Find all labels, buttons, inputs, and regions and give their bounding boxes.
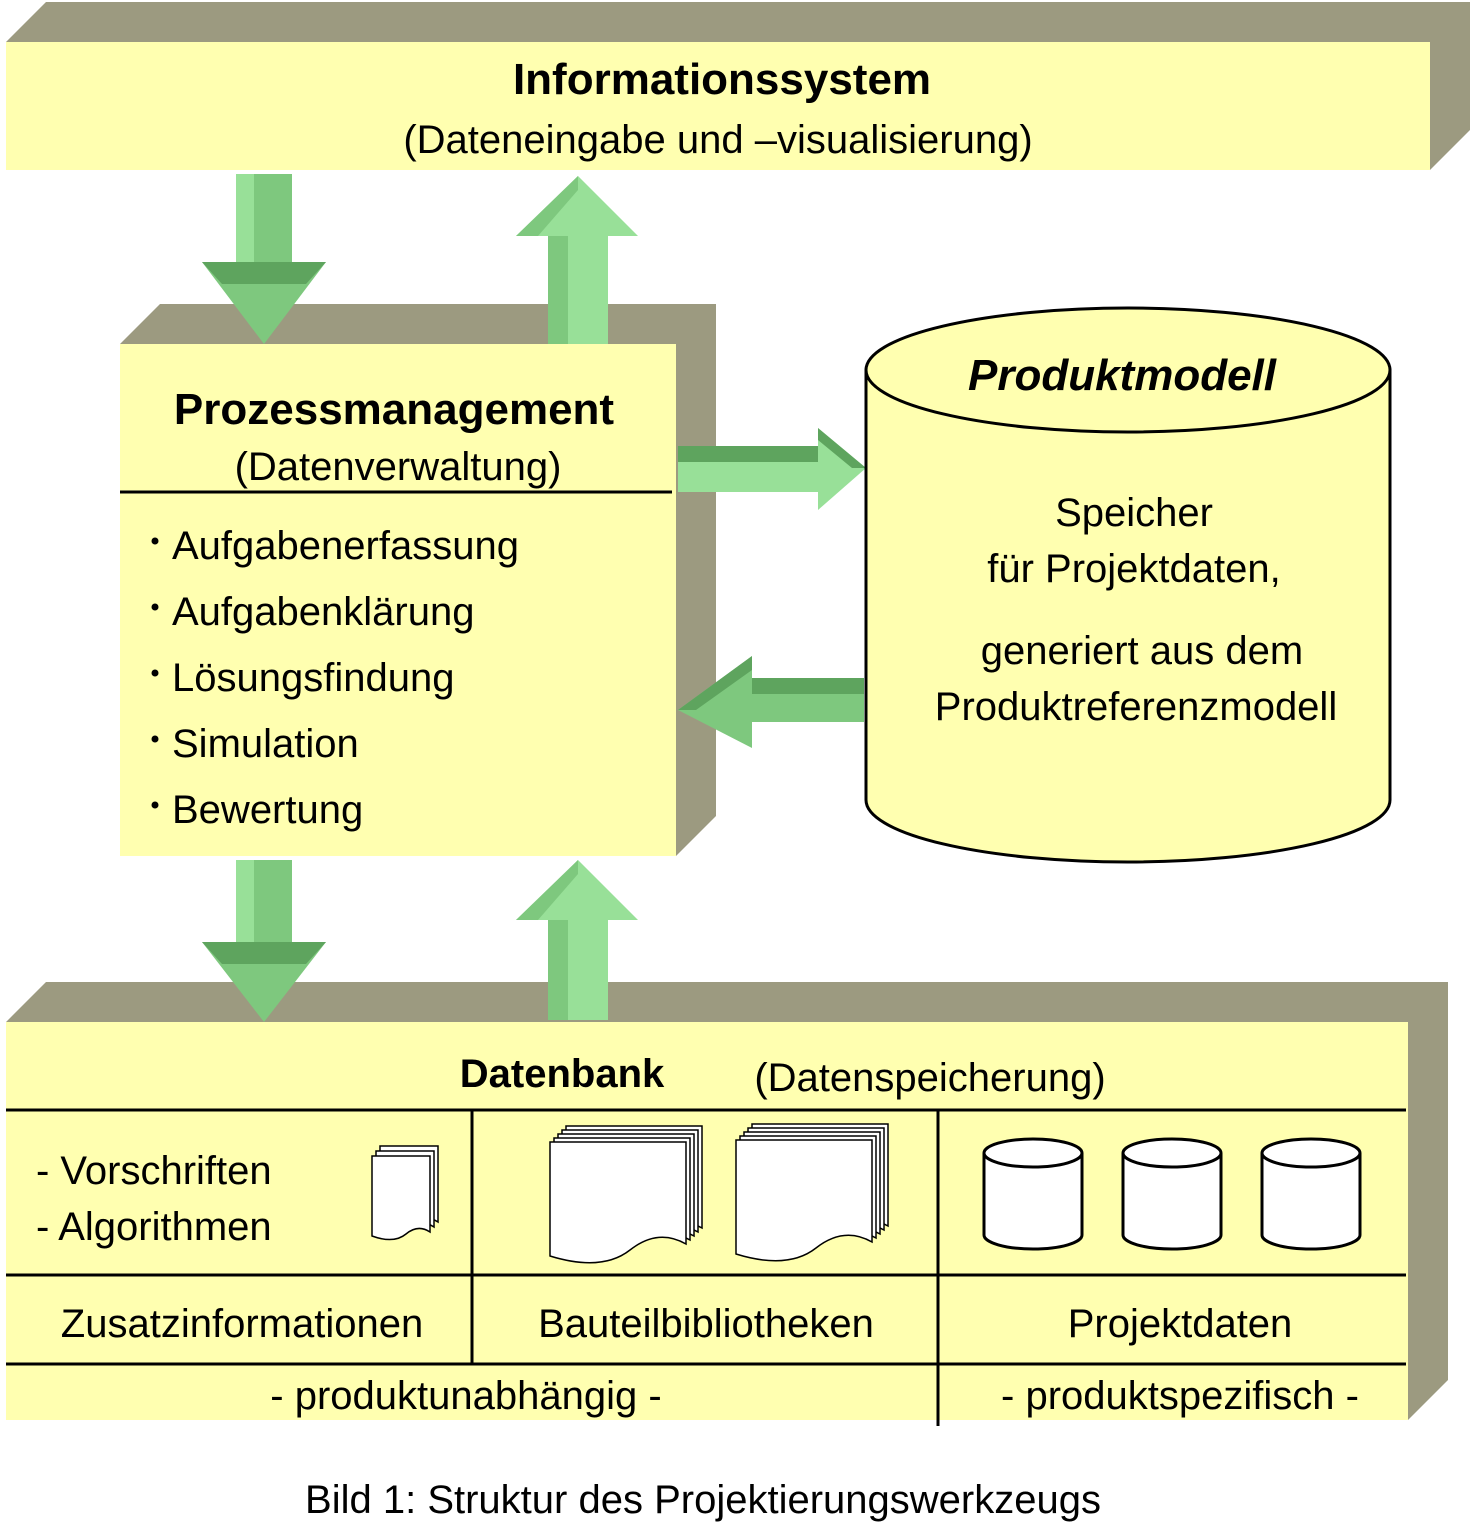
database-title: Datenbank xyxy=(460,1052,665,1096)
bullet-icon xyxy=(151,669,159,677)
arrow-left-product-to-process xyxy=(678,656,864,748)
process-subtitle: (Datenverwaltung) xyxy=(235,445,562,489)
info-system-subtitle: (Dateneingabe und –visualisierung) xyxy=(403,118,1032,162)
process-item: Aufgabenklärung xyxy=(172,590,474,634)
cylinder-top xyxy=(864,306,1392,434)
info-system-shadow xyxy=(6,2,1470,170)
process-title: Prozessmanagement xyxy=(174,385,615,434)
product-model-line1: Speicher xyxy=(1055,491,1213,535)
product-model-cylinder: Produktmodell Speicher für Projektdaten,… xyxy=(864,306,1392,864)
document-stack-icon xyxy=(371,1145,439,1241)
bullet-icon xyxy=(151,603,159,611)
database-item: - Vorschriften xyxy=(36,1149,272,1193)
arrow-up-process-to-info xyxy=(516,176,638,344)
product-model-title: Produktmodell xyxy=(968,351,1277,400)
product-model-line2: für Projektdaten, xyxy=(987,547,1281,591)
database-cylinder-icon xyxy=(1121,1137,1223,1251)
cylinder-body xyxy=(864,368,1392,864)
process-item: Simulation xyxy=(172,722,359,766)
arrow-down-info-to-process xyxy=(202,174,326,344)
arrow-right-process-to-product xyxy=(678,428,866,510)
process-list: Aufgabenerfassung Aufgabenklärung Lösung… xyxy=(151,524,519,832)
column-label-bauteilbibliotheken: Bauteilbibliotheken xyxy=(538,1302,874,1346)
info-system-block: Informationssystem (Dateneingabe und –vi… xyxy=(6,2,1470,170)
product-model-line4: Produktreferenzmodell xyxy=(935,685,1337,729)
document-stack-icon xyxy=(735,1123,889,1262)
database-cylinder-icon xyxy=(1260,1137,1362,1251)
process-management-block: Prozessmanagement (Datenverwaltung) Aufg… xyxy=(120,304,716,856)
process-item: Bewertung xyxy=(172,788,363,832)
product-model-line3: generiert aus dem xyxy=(981,629,1303,673)
process-box xyxy=(120,344,676,856)
footer-product-independent: - produktunabhängig - xyxy=(270,1374,661,1418)
figure-caption: Bild 1: Struktur des Projektierungswerkz… xyxy=(305,1478,1101,1522)
bullet-icon xyxy=(151,537,159,545)
database-item: - Algorithmen xyxy=(36,1205,272,1249)
process-item: Lösungsfindung xyxy=(172,656,454,700)
column-label-zusatzinformationen: Zusatzinformationen xyxy=(61,1302,423,1346)
document-stack-icon xyxy=(549,1125,703,1264)
column-label-projektdaten: Projektdaten xyxy=(1068,1302,1293,1346)
arrow-up-database-to-process xyxy=(516,860,638,1020)
database-subtitle: (Datenspeicherung) xyxy=(754,1056,1105,1100)
database-block: Datenbank (Datenspeicherung) - Vorschrif… xyxy=(6,1022,1408,1426)
info-system-title: Informationssystem xyxy=(513,55,931,104)
bullet-icon xyxy=(151,801,159,809)
footer-product-specific: - produktspezifisch - xyxy=(1001,1374,1359,1418)
process-item: Aufgabenerfassung xyxy=(172,524,519,568)
bullet-icon xyxy=(151,735,159,743)
database-cylinder-icon xyxy=(982,1137,1084,1251)
arrow-down-process-to-database xyxy=(202,860,326,1022)
info-system-box xyxy=(6,42,1430,170)
